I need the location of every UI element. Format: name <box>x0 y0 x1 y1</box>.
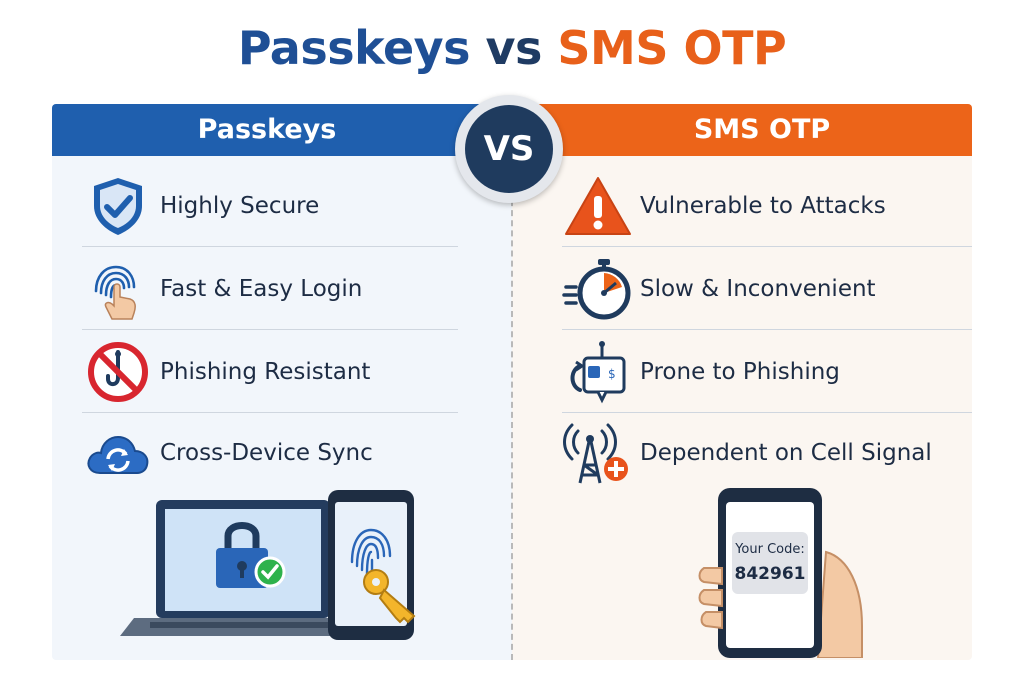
sms-phishing-hook-icon: $ <box>570 341 626 404</box>
laptop-lock-icon <box>120 500 370 636</box>
passkeys-feature-sync: Cross-Device Sync <box>82 413 458 493</box>
phone-fingerprint-key-icon <box>328 490 416 640</box>
sms-feature-phishing: $ Prone to Phishing <box>562 332 972 412</box>
sms-feature-vulnerable: Vulnerable to Attacks <box>562 166 972 246</box>
divider-line <box>82 246 458 247</box>
passkeys-feature-fast: Fast & Easy Login <box>82 249 458 329</box>
sms-code-bubble <box>732 532 808 594</box>
feature-label: Phishing Resistant <box>160 359 371 385</box>
passkeys-feature-secure: Highly Secure <box>82 166 458 246</box>
passkeys-feature-phishing: Phishing Resistant <box>82 332 458 412</box>
center-divider <box>511 190 513 660</box>
no-phishing-hook-icon <box>88 342 148 402</box>
stopwatch-icon <box>562 259 631 320</box>
passkeys-header: Passkeys <box>52 104 512 156</box>
vs-badge: VS <box>455 95 563 203</box>
sms-code-value: 842961 <box>734 564 806 584</box>
shield-check-icon <box>94 178 142 235</box>
passkeys-panel: Passkeys Highly Secure Fast & Easy Login <box>52 104 512 660</box>
divider-line <box>82 412 458 413</box>
feature-label: Slow & Inconvenient <box>640 276 876 302</box>
title-vs: vs <box>485 21 543 75</box>
svg-text:$: $ <box>608 367 616 381</box>
divider-line <box>562 412 972 413</box>
sms-feature-slow: Slow & Inconvenient <box>562 249 972 329</box>
page-title: Passkeys vs SMS OTP <box>0 22 1024 74</box>
cell-tower-icon <box>563 423 628 484</box>
feature-label: Fast & Easy Login <box>160 276 363 302</box>
feature-label: Dependent on Cell Signal <box>640 440 932 466</box>
feature-label: Cross-Device Sync <box>160 440 373 466</box>
sms-code-label: Your Code: <box>735 542 805 557</box>
feature-label: Highly Secure <box>160 193 320 219</box>
divider-line <box>82 329 458 330</box>
cloud-sync-icon <box>87 435 149 474</box>
feature-label: Vulnerable to Attacks <box>640 193 886 219</box>
divider-line <box>562 246 972 247</box>
hand-phone-sms-icon: Your Code: 842961 <box>698 486 878 658</box>
sms-otp-panel: SMS OTP Vulnerable to Attacks Slow & Inc… <box>512 104 972 660</box>
sms-otp-header: SMS OTP <box>512 104 972 156</box>
sms-feature-signal: Dependent on Cell Signal <box>562 413 972 493</box>
title-sms-otp: SMS OTP <box>557 21 787 75</box>
feature-label: Prone to Phishing <box>640 359 840 385</box>
vs-badge-label: VS <box>465 105 553 193</box>
divider-line <box>562 329 972 330</box>
warning-triangle-icon <box>565 177 631 235</box>
fingerprint-tap-icon <box>94 265 136 320</box>
title-passkeys: Passkeys <box>237 21 471 75</box>
